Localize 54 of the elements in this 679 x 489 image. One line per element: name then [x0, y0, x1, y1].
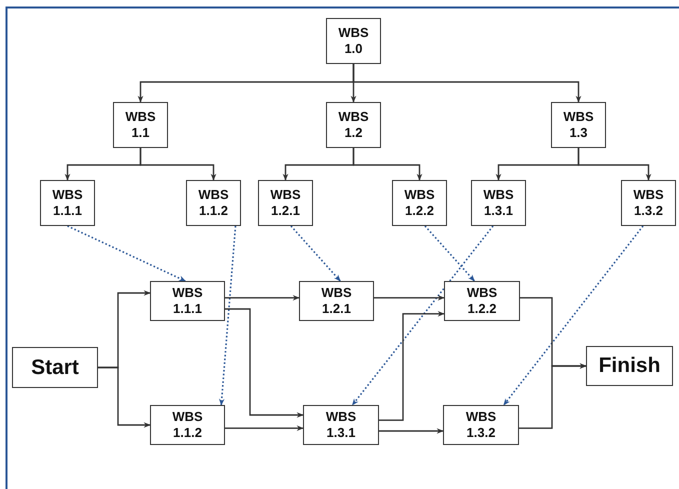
- task-box: [12, 347, 98, 388]
- task-box: [303, 405, 379, 445]
- task-box: [392, 180, 447, 226]
- task-box: [299, 281, 374, 321]
- dotted-arrow: [67, 225, 186, 282]
- dotted-arrow: [218, 226, 236, 406]
- task-box: [113, 102, 168, 148]
- task-box: [586, 346, 673, 386]
- task-box: [326, 18, 381, 64]
- terminal-label: Start: [31, 354, 79, 380]
- task-box: [444, 281, 520, 321]
- arrow: [379, 428, 444, 434]
- dotted-arrow: [424, 225, 475, 282]
- task-label: WBS 1.3: [562, 109, 595, 141]
- arrow: [519, 363, 587, 429]
- arrow: [352, 64, 582, 103]
- task-box: [258, 180, 313, 226]
- dotted-arrow: [290, 225, 341, 282]
- task-label: WBS 1.1.2: [197, 187, 230, 219]
- task-box: [471, 180, 526, 226]
- arrow: [379, 311, 445, 421]
- task-label: WBS 1.3.1: [324, 409, 358, 441]
- arrow: [578, 148, 652, 181]
- task-box: [186, 180, 241, 226]
- arrow: [98, 366, 151, 428]
- task-label: WBS 1.1.1: [51, 187, 84, 219]
- task-box: [40, 180, 95, 226]
- task-label: WBS 1.2: [337, 109, 370, 141]
- task-label: WBS 1.1.1: [171, 285, 204, 317]
- task-box: [150, 281, 225, 321]
- task-label: WBS 1.1.2: [171, 409, 204, 441]
- task-box: [621, 180, 676, 226]
- task-box: [443, 405, 519, 445]
- task-label: WBS 1.3.2: [464, 409, 498, 441]
- task-label: WBS 1.1: [124, 109, 157, 141]
- task-box: [551, 102, 606, 148]
- arrow: [225, 425, 304, 431]
- arrow: [374, 295, 445, 301]
- task-box: [326, 102, 381, 148]
- arrow: [225, 295, 300, 301]
- dotted-arrow: [503, 226, 644, 406]
- terminal-label: Finish: [598, 353, 660, 379]
- arrow: [140, 148, 216, 181]
- arrow: [352, 148, 422, 181]
- dotted-arrow: [352, 226, 494, 406]
- task-label: WBS 1.3.2: [632, 187, 665, 219]
- task-label: WBS 1.3.1: [482, 187, 515, 219]
- task-label: WBS 1.0: [337, 25, 370, 57]
- task-label: WBS 1.2.1: [269, 187, 302, 219]
- task-label: WBS 1.2.2: [403, 187, 436, 219]
- task-label: WBS 1.2.1: [320, 285, 353, 317]
- task-label: WBS 1.2.2: [466, 285, 498, 317]
- task-box: [150, 405, 225, 445]
- arrow: [225, 308, 304, 418]
